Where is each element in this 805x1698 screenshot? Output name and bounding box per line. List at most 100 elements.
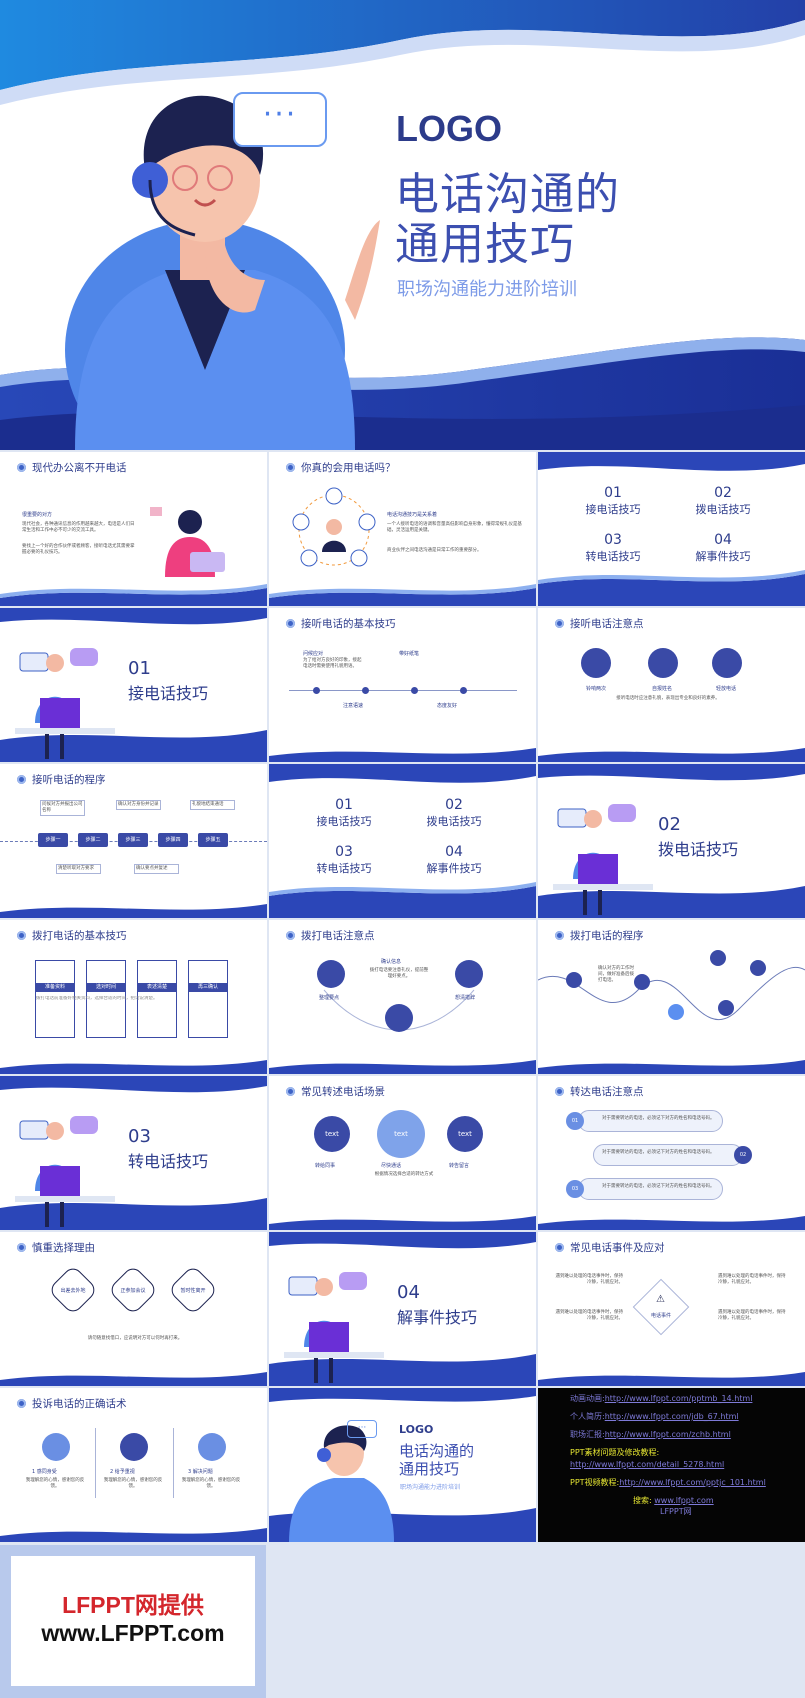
link-row[interactable]: 动画动画:http://www.lfppt.com/pptmb_14.html [570,1393,766,1405]
section-number: 04 [397,1282,420,1303]
section-label: 接电话技巧 [128,684,209,703]
slide-thumbnail[interactable]: 接听电话注意点 铃响两次 自报姓名 轻放电话 接听电话时应注意礼貌，表现出专业和… [538,608,805,762]
step-desc: 我理解您的心情，感谢您的反馈。 [25,1478,85,1489]
toc-label: 转电话技巧 [585,550,641,563]
tip-card: 表述清楚 [137,960,177,1038]
slide-title: 常见转述电话场景 [286,1084,385,1099]
search-url[interactable]: www.lfppt.com [654,1496,714,1505]
point-label: 整理要点 [319,995,340,1001]
section-number: 01 [128,658,151,679]
cover-title-line1: 电话沟通的 [399,1442,475,1460]
link-url[interactable]: http://www.lfppt.com/jdb_67.html [604,1412,739,1421]
user-icon [648,648,678,678]
slide-thumbnail[interactable]: 拨打电话的程序 确认对方的工作时间，做好准备后拨打电话。 [538,920,805,1074]
step-label: 1 感同身受 [32,1469,57,1475]
toc-label: 拨电话技巧 [695,503,751,516]
slide-wave [538,1060,805,1074]
slide-thumbnail[interactable]: ··· LOGO 电话沟通的 通用技巧 职场沟通能力进阶培训 [269,1388,536,1542]
link-row[interactable]: PPT视频教程:http://www.lfppt.com/pptjc_101.h… [570,1477,766,1489]
slide-thumbnail[interactable]: 常见电话事件及应对 电话事件 ⚠ 遇到难以处理的电话事件时，保持冷静，礼貌应对。… [538,1232,805,1386]
note-number: 02 [734,1146,752,1164]
process-step: 步骤二 [78,833,108,847]
toc-number: 04 [445,844,463,860]
slide-thumbnail[interactable]: 现代办公离不开电话 很重要的对方 现代社会，各种通讯信息的作用越来越大，电话是人… [0,452,267,606]
communication-circle-illustration [292,487,376,567]
link-row[interactable]: 职场汇报:http://www.lfppt.com/zchb.html [570,1429,766,1441]
agent-with-monitor-illustration [553,804,653,915]
slide-thumbnail[interactable]: 常见转述电话场景 text text text 转给同事 尽快通话 转告留言 根… [269,1076,536,1230]
slide-thumbnail[interactable]: 动画动画:http://www.lfppt.com/pptmb_14.html … [538,1388,805,1542]
toc-label: 解事件技巧 [695,550,751,563]
slide-thumbnail[interactable]: 拨打电话的基本技巧 准备资料 选对时间 表述清楚 再三确认 拨打电话前准备好相关… [0,920,267,1074]
slide-wave [269,1232,536,1386]
timeline-label: 态度友好 [437,703,458,709]
link-row[interactable]: 个人简历:http://www.lfppt.com/jdb_67.html [570,1411,766,1423]
reason-desc: 请勿随意找借口，应说明对方可以何时再打来。 [87,1336,183,1341]
mail-icon [668,1004,684,1020]
slide-title: 拨打电话的基本技巧 [17,928,127,943]
timeline-label: 注意语速 [343,703,364,709]
slide-thumbnail[interactable]: 拨打电话注意点 确认信息 整理要点 想清措辞 拨打电话要注意礼仪，提前整理好要点… [269,920,536,1074]
slide-wave [0,1528,267,1542]
toc-number: 04 [714,532,732,548]
slide-thumbnail[interactable]: 03 转电话技巧 [0,1076,267,1230]
phone-icon [712,648,742,678]
cover-logo: LOGO [399,1423,434,1436]
process-note: 礼貌地结束通话 [190,800,235,810]
slide-thumbnail[interactable]: 投诉电话的正确话术 1 感同身受 2 给予重视 3 解决问题 我理解您的心情，感… [0,1388,267,1542]
slide-thumbnail[interactable]: 你真的会用电话吗？ 电话沟通技巧是关系着 一个人接听电话的语调和音量高低影响自身… [269,452,536,606]
reason-label: 出差去外地 [60,1288,86,1294]
scenario-label: 尽快通话 [381,1163,402,1169]
scenario-label: 转告留言 [449,1163,470,1169]
section-label: 解事件技巧 [397,1308,478,1327]
slide-title: 投诉电话的正确话术 [17,1396,127,1411]
slide-title: 你真的会用电话吗？ [286,460,396,475]
slide-thumbnail[interactable]: 转达电话注意点 01 02 03 对于需要转达的电话，必须记下对方的姓名和电话号… [538,1076,805,1230]
slide-thumbnail[interactable]: 接听电话的基本技巧 问候应对 带好纸笔 注意语速 态度友好 为了给对方良好的印象… [269,608,536,762]
section-label: 转电话技巧 [128,1152,209,1171]
link-url[interactable]: http://www.lfppt.com/detail_5278.html [570,1460,725,1469]
cover-slide[interactable]: ··· LOGO 电话沟通的 通用技巧 职场沟通能力进阶培训 [0,0,805,450]
step-desc: 我理解您的心情，感谢您的反馈。 [181,1478,241,1489]
link-label: PPT视频教程: [570,1478,620,1487]
cover-title-line1: 电话沟通的 [395,169,620,220]
toc-label: 接电话技巧 [585,503,641,516]
tip-card: 选对时间 [86,960,126,1038]
slide-wave [538,748,805,762]
divider [173,1428,174,1498]
link-url[interactable]: http://www.lfppt.com/pptmb_14.html [604,1394,753,1403]
toc-label: 接电话技巧 [316,815,372,828]
slide-thumbnail[interactable]: 慎重选择理由 出差去外地 正参加会议 暂时性离开 请勿随意找借口，应说明对方可以… [0,1232,267,1386]
warning-icon: ⚠ [656,1294,665,1305]
slide-thumbnail[interactable]: 04 解事件技巧 [269,1232,536,1386]
link-url[interactable]: http://www.lfppt.com/zchb.html [604,1430,731,1439]
step-icon [634,974,650,990]
link-row[interactable]: PPT素材问题及修改教程:http://www.lfppt.com/detail… [570,1447,766,1471]
toc-item[interactable]: 04 解事件技巧 [678,532,768,564]
slide-thumbnail[interactable]: 01 接电话技巧 [0,608,267,762]
toc-number: 03 [335,844,353,860]
customer-service-illustration [289,1425,394,1542]
slide-thumbnail[interactable]: 接听电话的程序 步骤一 步骤二 步骤三 步骤四 步骤五 问候对方并报出公司名称 … [0,764,267,918]
slide-paragraph: 一个人接听电话的语调和音量高低影响自身形象，懂得常规礼仪是基础，灵活运用是关键。 [387,522,522,533]
bell-icon [317,960,345,988]
slide-title: 拨打电话注意点 [286,928,375,943]
slide-thumbnail[interactable]: 02 拨电话技巧 [538,764,805,918]
link-url[interactable]: http://www.lfppt.com/pptjc_101.html [619,1478,766,1487]
scenario-icon: text [447,1116,483,1152]
process-step: 步骤三 [118,833,148,847]
section-number: 03 [128,1126,151,1147]
slide-subheading: 很重要的对方 [22,512,53,518]
office-woman-illustration [150,507,225,577]
slide-title: 接听电话的程序 [17,772,106,787]
timeline-label: 问候应对 [303,651,324,657]
